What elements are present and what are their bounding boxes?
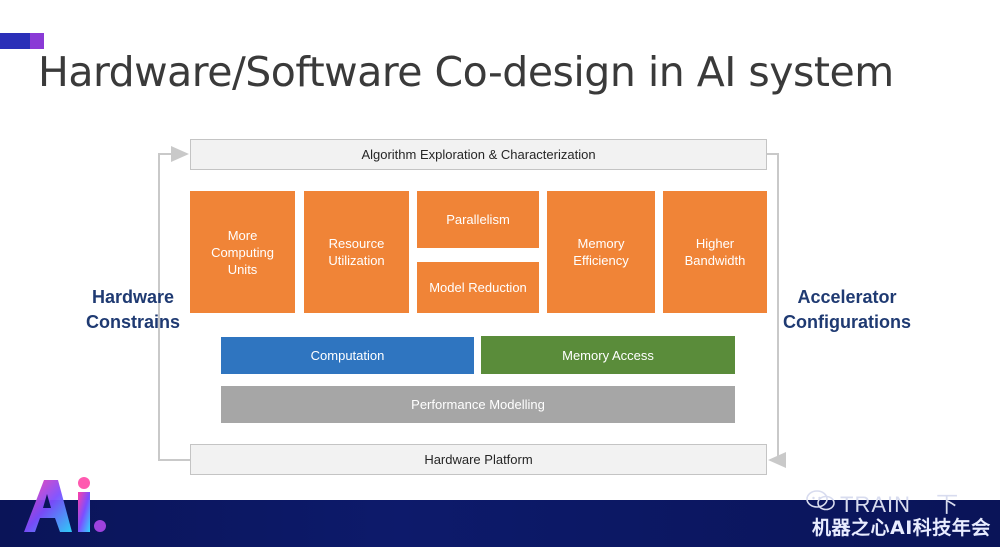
brand-suffix: 下 (936, 492, 960, 517)
memory-efficiency-box: Memory Efficiency (547, 191, 655, 313)
memory-access-bar: Memory Access (481, 336, 735, 374)
performance-modelling-bar: Performance Modelling (221, 386, 735, 423)
hardware-constrains-label: Hardware Constrains (85, 287, 181, 332)
hardware-platform-label: Hardware Platform (424, 452, 533, 467)
footer-band (0, 500, 1000, 547)
brand-train: TRAIN (840, 492, 911, 517)
computation-bar: Computation (221, 337, 474, 374)
event-name: 机器之心AI科技年会 (812, 517, 991, 539)
resource-utilization-box: Resource Utilization (304, 191, 409, 313)
ai-logo: AI (24, 477, 106, 532)
title-accent-bar (0, 33, 44, 49)
higher-bandwidth-box: Higher Bandwidth (663, 191, 767, 313)
parallelism-box: Parallelism (417, 191, 539, 248)
algorithm-exploration-bar: Algorithm Exploration & Characterization (190, 139, 767, 170)
accent-block-blue (0, 33, 30, 49)
accent-block-purple (30, 33, 44, 49)
right-loop-arrow (767, 153, 786, 468)
accelerator-configurations-label: Accelerator Configurations (783, 287, 911, 332)
slide-title: Hardware/Software Co-design in AI system (38, 48, 894, 96)
algorithm-exploration-label: Algorithm Exploration & Characterization (361, 147, 596, 162)
wechat-icon (806, 490, 835, 511)
brand-name: TRAIN 下 (840, 487, 959, 519)
more-computing-units-box: More Computing Units (190, 191, 295, 313)
hardware-platform-bar: Hardware Platform (190, 444, 767, 475)
left-loop-arrow (158, 146, 190, 461)
model-reduction-box: Model Reduction (417, 262, 539, 313)
